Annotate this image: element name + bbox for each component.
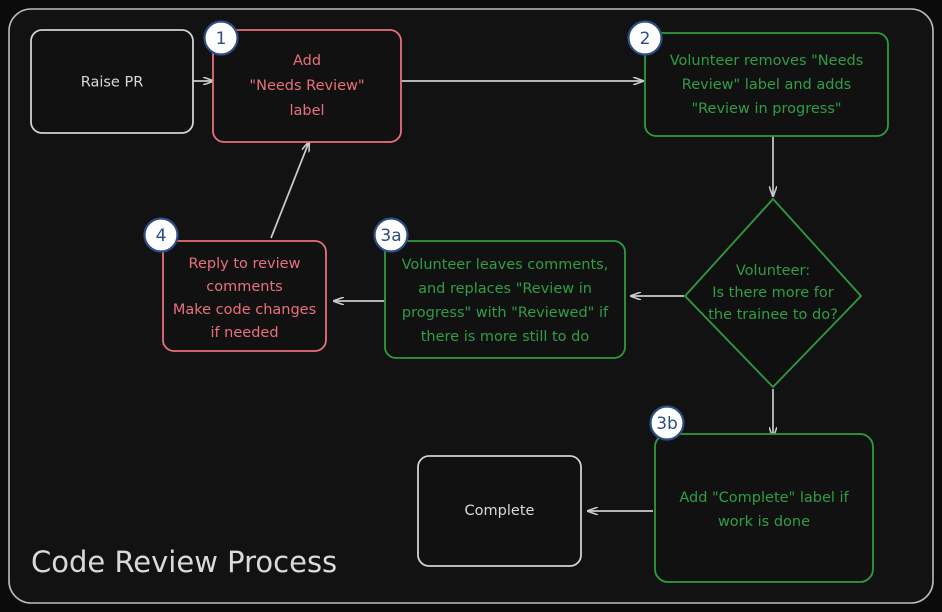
node-volunteer-decision-line-1: Is there more for — [712, 285, 834, 301]
node-complete-line-0: Complete — [465, 503, 535, 519]
step-badge-2-circle[interactable] — [627, 20, 663, 56]
edge-layer — [193, 81, 773, 511]
edge-reply-to-add-label — [270, 142, 309, 239]
node-reply-to-review-comments-shape[interactable] — [162, 240, 327, 352]
step-badge-1-label: 1 — [216, 29, 227, 49]
node-add-needs-review-label[interactable]: Add "Needs Review" label — [212, 29, 402, 143]
node-volunteer-decision-line-2: the trainee to do? — [708, 307, 838, 323]
diagram-title: Code Review Process — [31, 545, 337, 579]
node-volunteer-removes-label[interactable]: Volunteer removes "Needs Review" label a… — [644, 32, 889, 137]
node-volunteer-leaves-comments-line-3: there is more still to do — [421, 329, 590, 345]
step-badge-4-label: 4 — [156, 226, 167, 246]
node-add-complete-label-shape[interactable] — [654, 433, 874, 583]
node-volunteer-leaves-comments-line-0: Volunteer leaves comments, — [402, 257, 609, 273]
node-reply-to-review-comments-line-3: if needed — [210, 325, 278, 341]
node-volunteer-removes-label-line-2: "Review in progress" — [691, 101, 841, 117]
node-reply-to-review-comments-line-0: Reply to review — [189, 256, 301, 272]
node-volunteer-removes-label-line-1: Review" label and adds — [682, 77, 851, 93]
node-add-complete-label-line-0: Add "Complete" label if — [679, 490, 849, 506]
step-badge-1-circle[interactable] — [203, 20, 239, 56]
step-badge-2[interactable]: 2 — [627, 20, 663, 56]
node-raise-pr-line-0: Raise PR — [81, 75, 144, 91]
node-reply-to-review-comments-line-2: Make code changes — [173, 302, 316, 318]
node-volunteer-leaves-comments-line-2: progress" with "Reviewed" if — [402, 305, 609, 321]
node-volunteer-leaves-comments-line-1: and replaces "Review in — [418, 281, 592, 297]
node-add-needs-review-label-line-2: label — [289, 103, 324, 119]
node-reply-to-review-comments[interactable]: Reply to review comments Make code chang… — [162, 240, 327, 352]
node-complete-shape[interactable] — [417, 455, 582, 567]
step-badge-3a-circle[interactable] — [373, 217, 409, 253]
step-badge-4-circle[interactable] — [143, 217, 179, 253]
node-add-complete-label-line-1: work is done — [718, 514, 810, 530]
node-add-complete-label[interactable]: Add "Complete" label if work is done — [654, 433, 874, 583]
node-volunteer-removes-label-line-0: Volunteer removes "Needs — [670, 53, 864, 69]
step-badge-2-label: 2 — [640, 29, 651, 49]
node-raise-pr-shape[interactable] — [30, 29, 194, 134]
node-complete[interactable]: Complete — [417, 455, 582, 567]
step-badge-3b-circle[interactable] — [649, 405, 685, 441]
node-volunteer-decision[interactable]: Volunteer: Is there more for the trainee… — [684, 198, 862, 388]
step-badge-3b[interactable]: 3b — [649, 405, 685, 441]
node-volunteer-decision-line-0: Volunteer: — [736, 263, 810, 279]
step-badge-3a-label: 3a — [380, 226, 401, 246]
step-badge-3b-label: 3b — [656, 414, 678, 434]
node-volunteer-removes-label-shape[interactable] — [644, 32, 889, 137]
node-add-needs-review-label-shape[interactable] — [212, 29, 402, 143]
node-add-needs-review-label-line-0: Add — [293, 53, 321, 69]
step-badge-3a[interactable]: 3a — [373, 217, 409, 253]
step-badge-1[interactable]: 1 — [203, 20, 239, 56]
badge-layer: 1 2 3a 4 3b — [143, 20, 685, 441]
node-reply-to-review-comments-line-1: comments — [206, 279, 282, 295]
node-volunteer-decision-shape[interactable] — [684, 198, 862, 388]
node-add-needs-review-label-line-1: "Needs Review" — [249, 78, 364, 94]
node-volunteer-leaves-comments[interactable]: Volunteer leaves comments, and replaces … — [384, 240, 626, 359]
step-badge-4[interactable]: 4 — [143, 217, 179, 253]
node-raise-pr[interactable]: Raise PR — [30, 29, 194, 134]
node-volunteer-leaves-comments-shape[interactable] — [384, 240, 626, 359]
